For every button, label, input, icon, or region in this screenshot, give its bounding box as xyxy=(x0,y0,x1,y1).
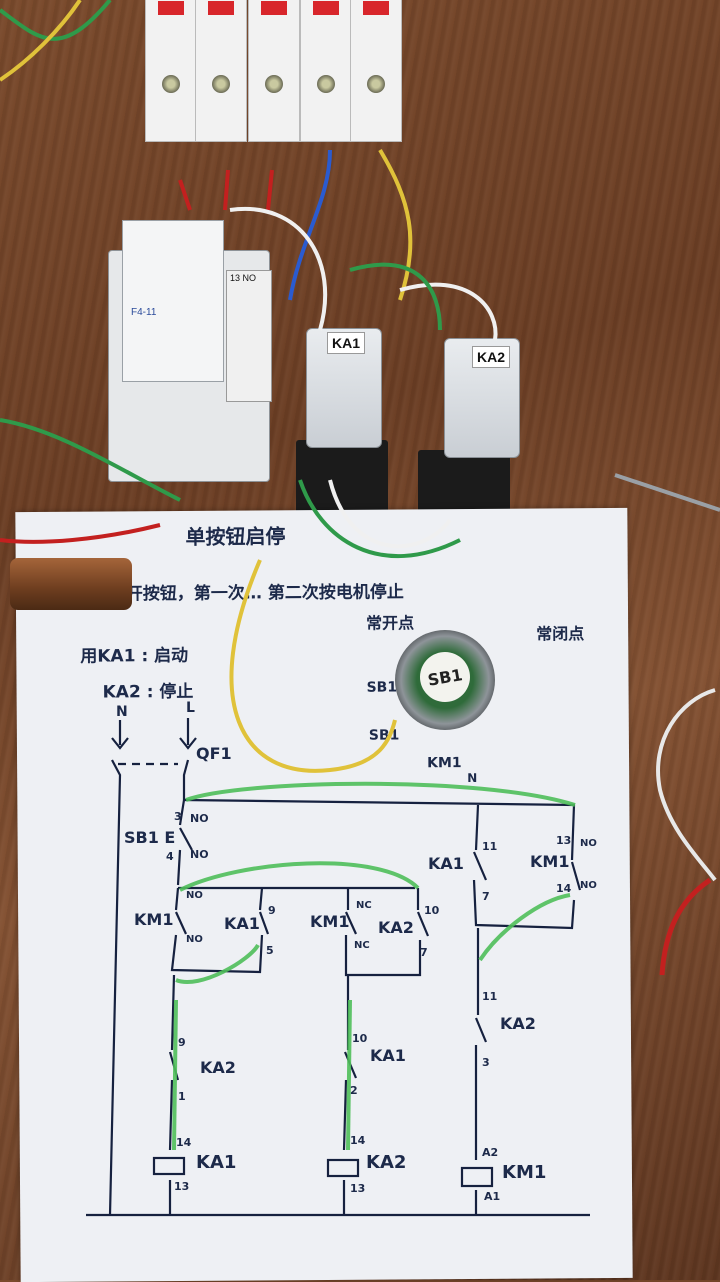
label-9a: 9 xyxy=(268,904,276,917)
label-7a: 7 xyxy=(420,946,428,959)
label-11a: 11 xyxy=(482,840,498,853)
breaker-5 xyxy=(350,0,402,142)
label-no-km1b: NO xyxy=(186,934,203,945)
label-no-1: NO xyxy=(190,812,209,825)
coil-km1-label: KM1 xyxy=(502,1162,547,1183)
label-qf1: QF1 xyxy=(196,744,232,763)
label-7b: 7 xyxy=(482,890,490,903)
label-9b: 9 xyxy=(178,1036,186,1049)
label-sb1e: SB1 E xyxy=(124,828,176,847)
label-14c: 14 xyxy=(350,1134,366,1147)
label-5: 5 xyxy=(266,944,274,957)
label-2: 2 xyxy=(350,1084,358,1097)
label-14a: 14 xyxy=(556,882,572,895)
label-km1-mid: KM1 xyxy=(310,912,350,931)
breaker-4 xyxy=(300,0,352,142)
label-km1-left: KM1 xyxy=(134,910,174,929)
label-14b: 14 xyxy=(176,1136,192,1149)
aux-block-label: F4-11 xyxy=(131,307,157,318)
label-no-r1: NO xyxy=(580,838,597,849)
relay-ka2-label: KA2 xyxy=(472,346,511,368)
copper-pipe xyxy=(10,558,132,610)
label-l: L xyxy=(186,700,195,716)
breaker-1 xyxy=(145,0,197,142)
label-nc-b: NC xyxy=(354,940,370,951)
coil-ka2-label: KA2 xyxy=(366,1152,407,1173)
label-a1: A1 xyxy=(484,1190,501,1203)
label-13: 13 xyxy=(556,834,572,847)
breaker-2 xyxy=(195,0,247,142)
label-11b: 11 xyxy=(482,990,498,1003)
label-no-2: NO xyxy=(190,848,209,861)
breaker-3 xyxy=(248,0,300,142)
relay-ka1-label: KA1 xyxy=(327,332,366,354)
label-3: 3 xyxy=(174,810,182,823)
label-ka1-right: KA1 xyxy=(428,854,464,873)
label-a2: A2 xyxy=(482,1146,499,1159)
label-1a: 1 xyxy=(178,1090,186,1103)
label-ka2-mid: KA2 xyxy=(378,918,414,937)
aux-contact-label: 13 NO xyxy=(230,273,257,283)
label-ka2-right-low: KA2 xyxy=(500,1014,536,1033)
label-ka1-low: KA1 xyxy=(370,1046,406,1065)
label-nc-a: NC xyxy=(356,900,372,911)
label-4: 4 xyxy=(166,850,174,863)
label-13c: 13 xyxy=(350,1182,366,1195)
coil-ka1-label: KA1 xyxy=(196,1152,237,1173)
label-10b: 10 xyxy=(352,1032,368,1045)
label-13b: 13 xyxy=(174,1180,190,1193)
label-10a: 10 xyxy=(424,904,440,917)
auxiliary-contact-block: F4-11 xyxy=(122,220,224,382)
label-3b: 3 xyxy=(482,1056,490,1069)
label-n: N xyxy=(116,704,128,720)
label-ka2-low: KA2 xyxy=(200,1058,236,1077)
label-no-r2: NO xyxy=(580,880,597,891)
label-ka1-left: KA1 xyxy=(224,914,260,933)
aux-contact-module: 13 NO xyxy=(226,270,272,402)
label-km1-right: KM1 xyxy=(530,852,570,871)
label-no-km1a: NO xyxy=(186,890,203,901)
